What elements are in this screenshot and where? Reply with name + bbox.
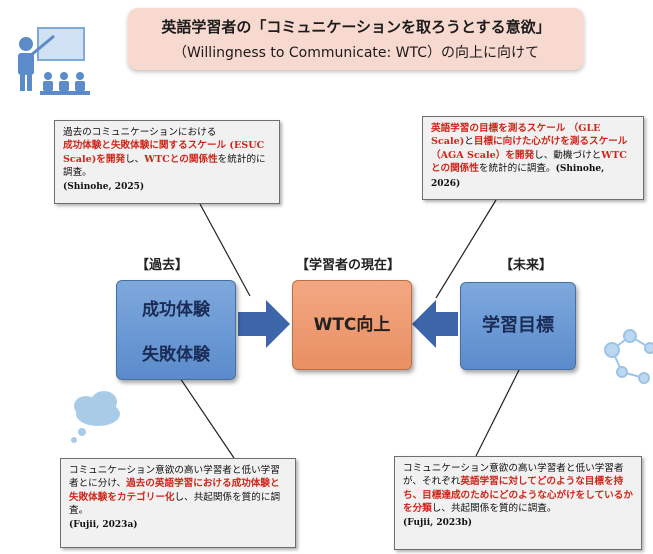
- note-past-research: 過去のコミュニケーションにおける 成功体験と失敗体験に関するスケール (ESUC…: [54, 120, 280, 204]
- note-future-qualitative: コミュニケーション意欲の高い学習者と低い学習者が、それぞれ英語学習に対してどのよ…: [394, 456, 642, 550]
- label-future: 【未来】: [500, 258, 553, 273]
- note-text: と: [464, 136, 474, 148]
- note-highlight: WTCとの関係性: [431, 149, 627, 175]
- box-past-line-1: 成功体験: [142, 300, 210, 320]
- note-text: し、: [125, 153, 145, 165]
- label-present: 【学習者の現在】: [296, 258, 401, 273]
- note-text: コミュニケーション意欲の高い学習者と低い学習者が、それぞれ: [403, 463, 624, 488]
- arrow-right-icon: [238, 300, 290, 348]
- note-highlight: 目標に向けた心がけを測るスケール（AGA Scale）を開発: [431, 136, 628, 161]
- note-text: し、共起関係を質的に調査。: [69, 491, 281, 517]
- note-citation: (Fujii, 2023a): [69, 519, 138, 530]
- note-citation: (Fujii, 2023b): [403, 517, 472, 528]
- note-highlight: 英語学習の目標を測るスケール （GLE Scale): [431, 123, 601, 148]
- note-text: を統計的に調査。: [63, 153, 266, 179]
- note-future-research: 英語学習の目標を測るスケール （GLE Scale)と目標に向けた心がけを測るス…: [422, 116, 644, 200]
- connector-line-bottom-left: [179, 377, 235, 459]
- note-text: し、動機づけと: [534, 149, 602, 161]
- box-wtc-improvement: WTC向上: [292, 280, 412, 370]
- title-banner: 英語学習者の「コミュニケーションを取ろうとする意欲」 （Willingness …: [128, 8, 584, 70]
- note-text: 過去のコミュニケーションにおける: [63, 127, 217, 138]
- note-highlight: 過去の英語学習における成功体験と失敗体験をカテゴリー化: [69, 478, 280, 503]
- note-citation: (Shinohe, 2026): [431, 164, 605, 189]
- cloud-icon: [71, 391, 120, 443]
- note-text: を統計的に調査。: [478, 163, 556, 175]
- title-line-2: （Willingness to Communicate: WTC）の向上に向けて: [172, 45, 540, 61]
- label-past: 【過去】: [136, 258, 189, 273]
- note-text: コミュニケーション意欲の高い学習者と低い学習者とに分け、: [69, 465, 280, 490]
- connector-line-bottom-right: [475, 367, 521, 457]
- box-past-experience: 成功体験 失敗体験: [116, 280, 236, 380]
- note-highlight: 成功体験と失敗体験に関するスケール (ESUC Scale)を開発: [63, 140, 265, 165]
- note-citation: (Shinohe, 2025): [63, 181, 145, 192]
- teacher-icon: [18, 27, 90, 95]
- note-highlight: WTCとの関係性: [144, 153, 218, 165]
- note-past-qualitative: コミュニケーション意欲の高い学習者と低い学習者とに分け、過去の英語学習における成…: [60, 458, 296, 548]
- molecule-icon: [604, 329, 653, 384]
- title-line-1: 英語学習者の「コミュニケーションを取ろうとする意欲」: [161, 18, 551, 36]
- note-text: し、共起関係を質的に調査。: [431, 503, 557, 515]
- box-learning-goals: 学習目標: [460, 282, 576, 370]
- note-highlight: 英語学習に対してどのような目標を持ち、目標達成のためにどのような心がけをしている…: [403, 476, 633, 515]
- box-past-line-2: 失敗体験: [142, 345, 210, 365]
- arrow-left-icon: [412, 300, 458, 348]
